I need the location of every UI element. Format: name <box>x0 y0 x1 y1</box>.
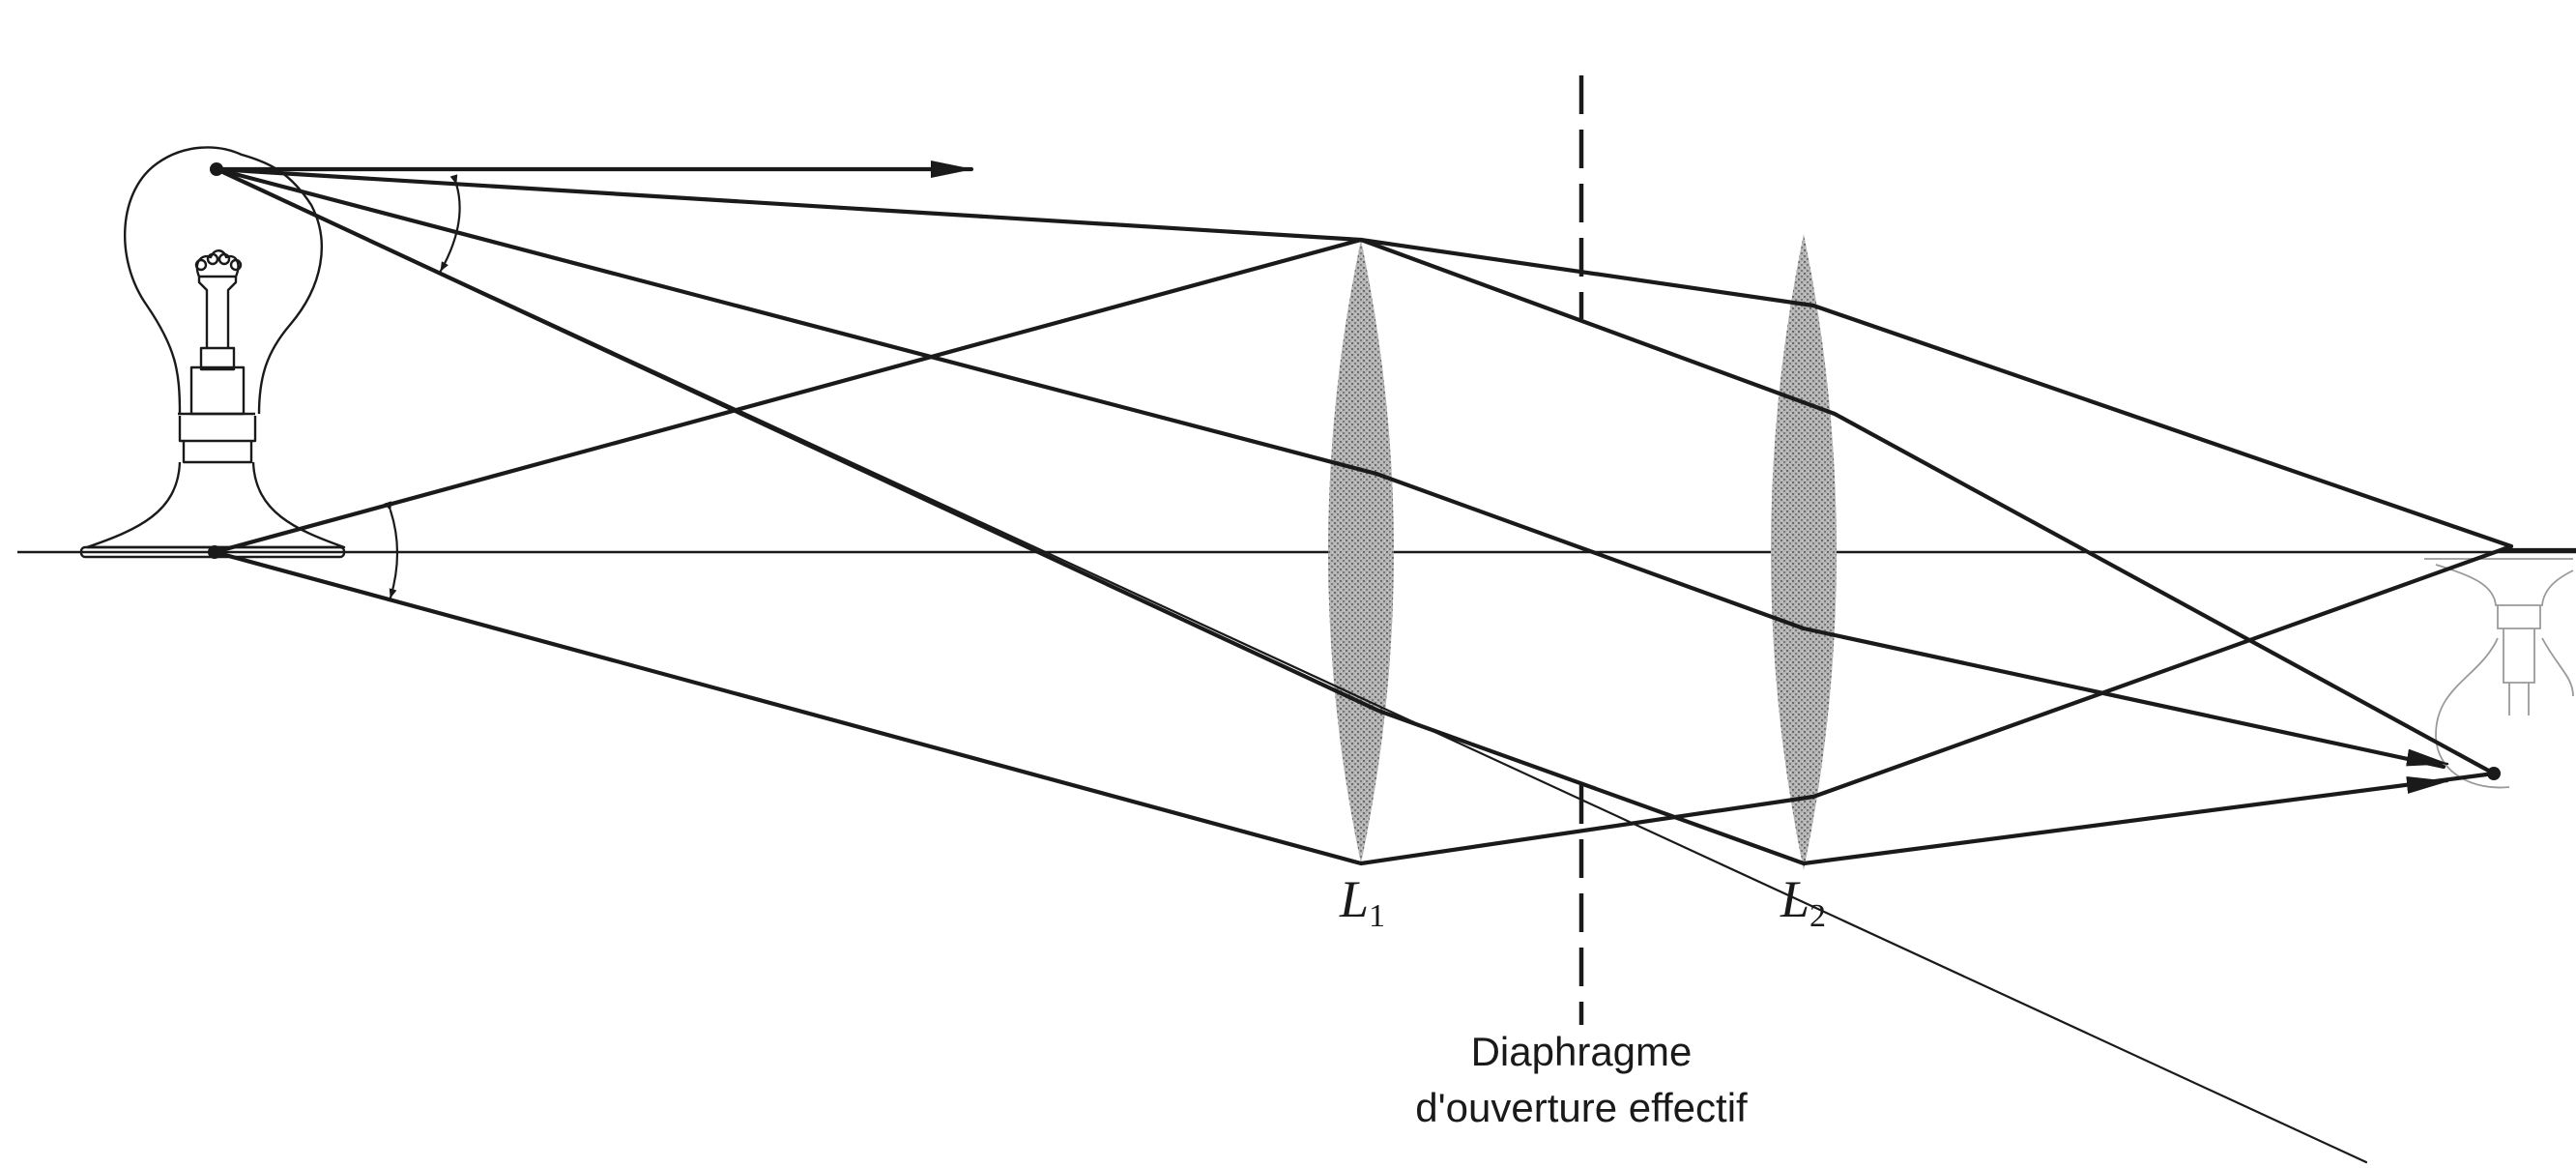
inverted-bulb-image <box>2424 558 2574 789</box>
top-ray-chief <box>214 166 2446 770</box>
light-bulb-object <box>79 146 346 559</box>
top-ray-via-l1-top <box>214 166 2497 776</box>
aperture-angle-arc <box>384 501 399 599</box>
top-ray-lower <box>214 166 2497 866</box>
lens-l1 <box>1328 240 1394 863</box>
image-arrow-lower <box>2406 775 2449 794</box>
field-angle-arc <box>439 174 461 273</box>
axis-marginal-ray-upper <box>212 237 2514 555</box>
lens-l2 <box>1771 234 1837 870</box>
stop-label-line1: Diaphragme <box>1471 1029 1693 1074</box>
axis-marginal-ray-lower <box>212 543 2514 866</box>
top-ray-unrefracted <box>215 167 2368 1164</box>
lens-l1-label: L1 <box>1339 870 1385 934</box>
lens-l2-label: L2 <box>1780 870 1826 934</box>
image-arrow-upper <box>2406 748 2449 767</box>
stop-label-line2: d'ouverture effectif <box>1415 1085 1748 1130</box>
